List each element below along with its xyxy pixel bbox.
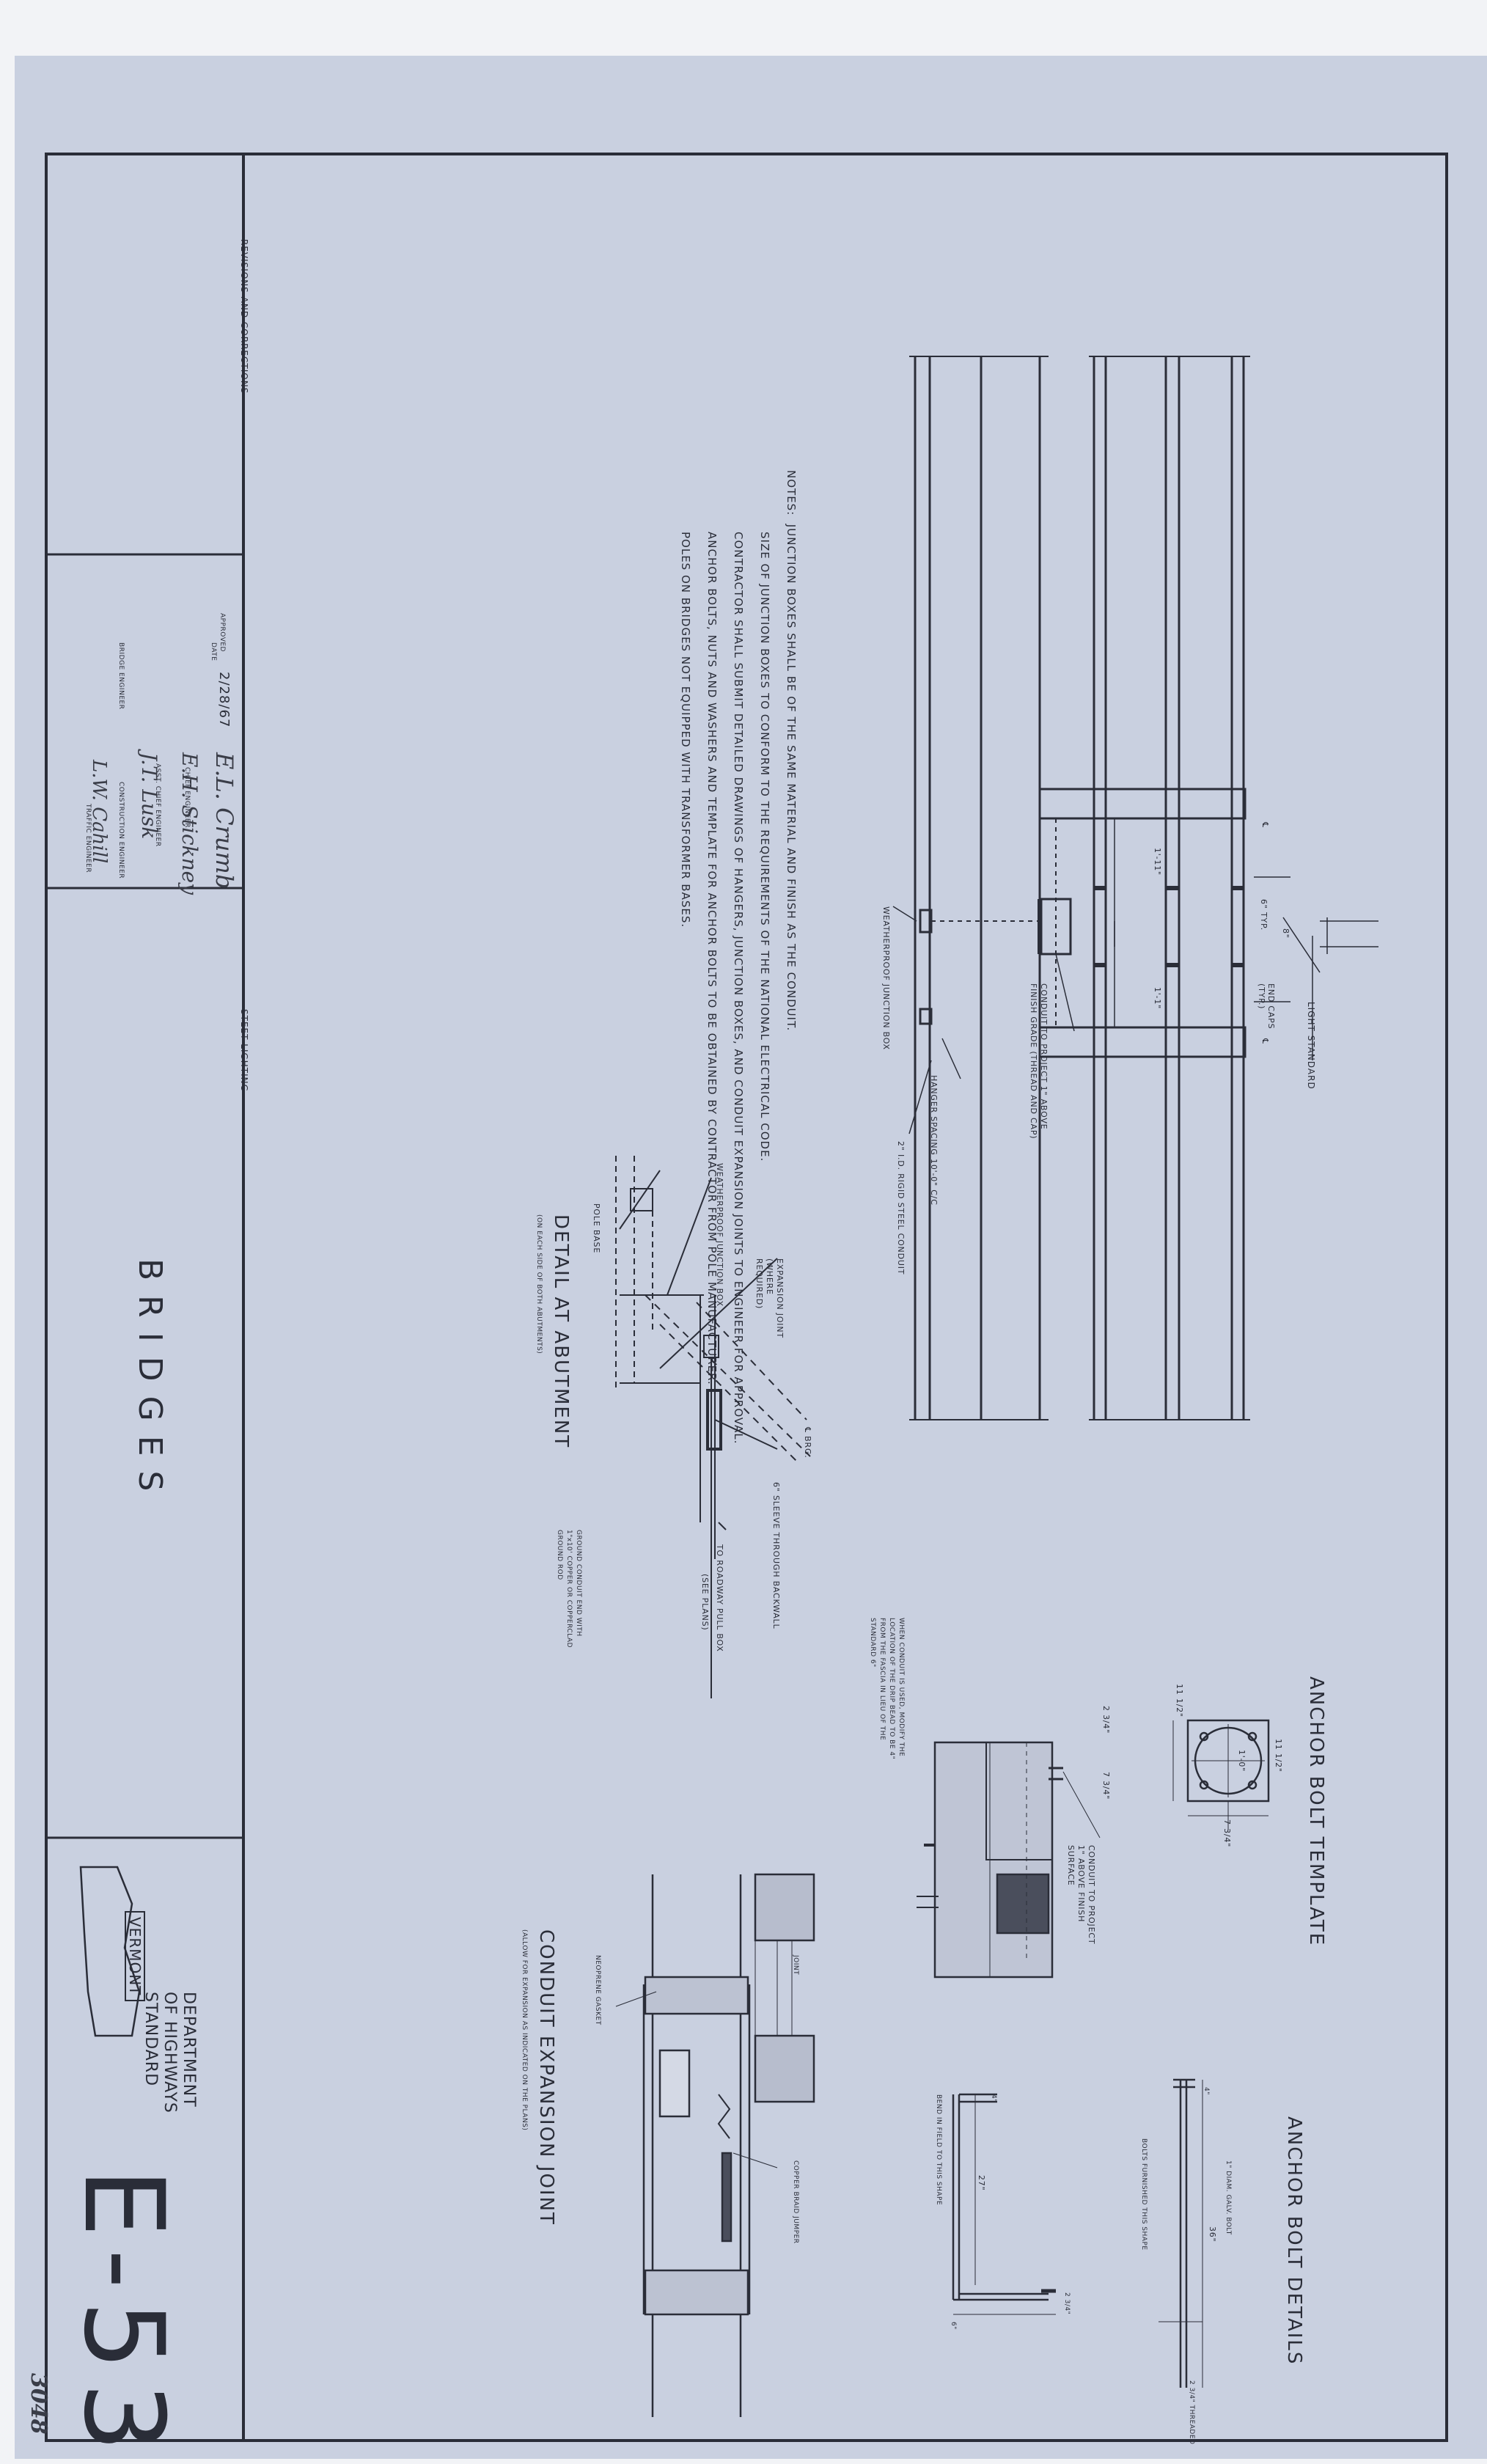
bolt-details-heading: ANCHOR BOLT DETAILS <box>1283 2116 1305 2366</box>
bend-dim-27: 27" <box>977 2175 986 2191</box>
asst-engineer-signature: E.H. Stickney <box>177 752 202 895</box>
weatherproof-box-label: WEATHERPROOF JUNCTION BOX <box>881 906 891 1050</box>
vermont-outline <box>79 1866 141 2037</box>
sheet-number: E-53 <box>59 2168 187 2464</box>
template-modify-note: WHEN CONDUIT IS USED, MODIFY THE LOCATIO… <box>869 1618 905 1760</box>
approved-label: APPROVED <box>219 613 226 652</box>
expansion-joint-label: EXPANSION JOINT (WHERE REQUIRED) <box>754 1258 785 1338</box>
note-1: JUNCTION BOXES SHALL BE OF THE SAME MATE… <box>785 524 798 1032</box>
category-label: STEET LIGHTING <box>239 1009 249 1092</box>
bend-dim-6: 6" <box>950 2322 957 2330</box>
threaded-label: 2 3/4" THREADED <box>1188 2380 1195 2445</box>
anchor-bolt-details <box>952 2078 1195 2388</box>
chief-engineer-signature: E.L. Crumb <box>210 752 238 890</box>
hanger-spacing-label: HANGER SPACING 10'-0" C/C <box>929 1075 939 1206</box>
dim-2: 8" <box>1281 928 1290 939</box>
to-roadway-label: TO ROADWAY PULL BOX <box>715 1544 724 1652</box>
plan-view <box>914 356 1245 1420</box>
note-2: SIZE OF JUNCTION BOXES TO CONFORM TO THE… <box>758 532 771 1162</box>
expansion-subheading: (ALLOW FOR EXPANSION AS INDICATED ON THE… <box>521 1929 528 2131</box>
template-dim-b: 11 1/2" <box>1175 1684 1184 1717</box>
dim-3: 1'-1" <box>1153 987 1162 1010</box>
bolt-dim-4: 4" <box>1203 2087 1210 2095</box>
bridge-engineer-signature: J.T. Lusk <box>137 752 161 840</box>
bolts-furnished-label: BOLTS FURNISHED THIS SHAPE <box>1140 2138 1148 2251</box>
note-5: POLES ON BRIDGES NOT EQUIPPED WITH TRANS… <box>679 532 692 928</box>
abutment-heading: DETAIL AT ABUTMENT <box>550 1214 572 1449</box>
sheet-title: BRIDGES <box>131 1258 169 1506</box>
template-conduit-label: CONDUIT TO PROJECT 1" ABOVE FINISH SURFA… <box>1066 1845 1096 1945</box>
dim-typ: 6" TYP. <box>1259 899 1268 931</box>
expansion-heading: CONDUIT EXPANSION JOINT <box>535 1929 557 2226</box>
corner-note: 3048 <box>26 2373 51 2435</box>
abutment-box-label: WEATHERPROOF JUNCTION BOX <box>715 1163 724 1307</box>
drawing-sheet: REVISIONS AND CORRECTIONS APPROVED DATE … <box>15 56 1487 2464</box>
expansion-joint <box>615 1873 815 2417</box>
bridge-engineer-label: BRIDGE ENGINEER <box>117 642 125 710</box>
jumper-label: COPPER BRAID JUMPER <box>792 2160 799 2244</box>
revisions-label: REVISIONS AND CORRECTIONS <box>239 239 249 395</box>
date-value: 2/28/67 <box>216 672 232 728</box>
abutment-detail <box>615 1156 811 1698</box>
template-dim-e: 1'-0" <box>1237 1750 1246 1772</box>
joint-label: JOINT <box>792 1955 799 1976</box>
department-line-3: STANDARD <box>142 1992 160 2087</box>
anchor-bolt-template <box>917 1719 1270 1979</box>
conduit-project-label: CONDUIT TO PROJECT 1" ABOVE FINISH GRADE… <box>1029 983 1049 1140</box>
outer-border <box>45 153 1448 2442</box>
department-line-1: DEPARTMENT <box>180 1992 198 2108</box>
dim-1: 1'-11" <box>1153 848 1162 876</box>
note-4: ANCHOR BOLTS, NUTS AND WASHERS AND TEMPL… <box>705 532 719 1385</box>
template-dim-a: 11 1/2" <box>1274 1739 1283 1772</box>
traffic-engineer-signature: L.W. Cahill <box>88 760 110 864</box>
date-label: DATE <box>210 642 217 661</box>
notes-heading: NOTES: <box>785 470 798 516</box>
galv-bolt-label: 1" DIAM. GALV. BOLT <box>1225 2160 1232 2235</box>
vermont-label: VERMONT <box>125 1911 145 2002</box>
gasket-label: NEOPRENE GASKET <box>594 1955 601 2025</box>
sleeve-label: 6" SLEEVE THROUGH BACKWALL <box>771 1482 781 1629</box>
template-dim-c: 2 3/4" <box>1101 1706 1111 1734</box>
construction-engineer-label: CONSTRUCTION ENGINEER <box>117 782 125 879</box>
bend-field-label: BEND IN FIELD TO THIS SHAPE <box>935 2094 942 2206</box>
pole-base-label: POLE BASE <box>592 1203 601 1254</box>
note-3: CONTRACTOR SHALL SUBMIT DETAILED DRAWING… <box>732 532 745 1445</box>
ground-label: GROUND CONDUIT END WITH 1"x10' COPPER OR… <box>556 1530 582 1649</box>
light-standard-label: LIGHT STANDARD <box>1306 1002 1316 1090</box>
abutment-subheading: (ON EACH SIDE OF BOTH ABUTMENTS) <box>535 1214 543 1354</box>
drawing-linework <box>45 153 1448 2442</box>
rigid-conduit-label: 2" I.D. RIGID STEEL CONDUIT <box>896 1141 906 1275</box>
cl-brg-label: ℄ BRG. <box>803 1427 812 1459</box>
bend-dim-4: 4" <box>990 2094 997 2102</box>
cl-mark-1: ℄ <box>1260 822 1270 828</box>
pole-base <box>919 788 1246 1058</box>
template-dim-f: 7 3/4" <box>1101 1772 1111 1800</box>
template-heading: ANCHOR BOLT TEMPLATE <box>1305 1676 1327 1947</box>
template-dim-d: 7 3/4" <box>1222 1819 1232 1848</box>
department-line-2: OF HIGHWAYS <box>161 1992 179 2113</box>
see-plans-label: (SEE PLANS) <box>700 1574 710 1631</box>
bend-dim-234: 2 3/4" <box>1063 2292 1071 2315</box>
cl-mark-2: ℄ <box>1260 1038 1270 1044</box>
end-caps-label: END CAPS (TYP.) <box>1257 983 1276 1030</box>
notes-block: NOTES: JUNCTION BOXES SHALL BE OF THE SA… <box>667 470 799 1445</box>
bolt-len-36: 36" <box>1208 2226 1217 2243</box>
